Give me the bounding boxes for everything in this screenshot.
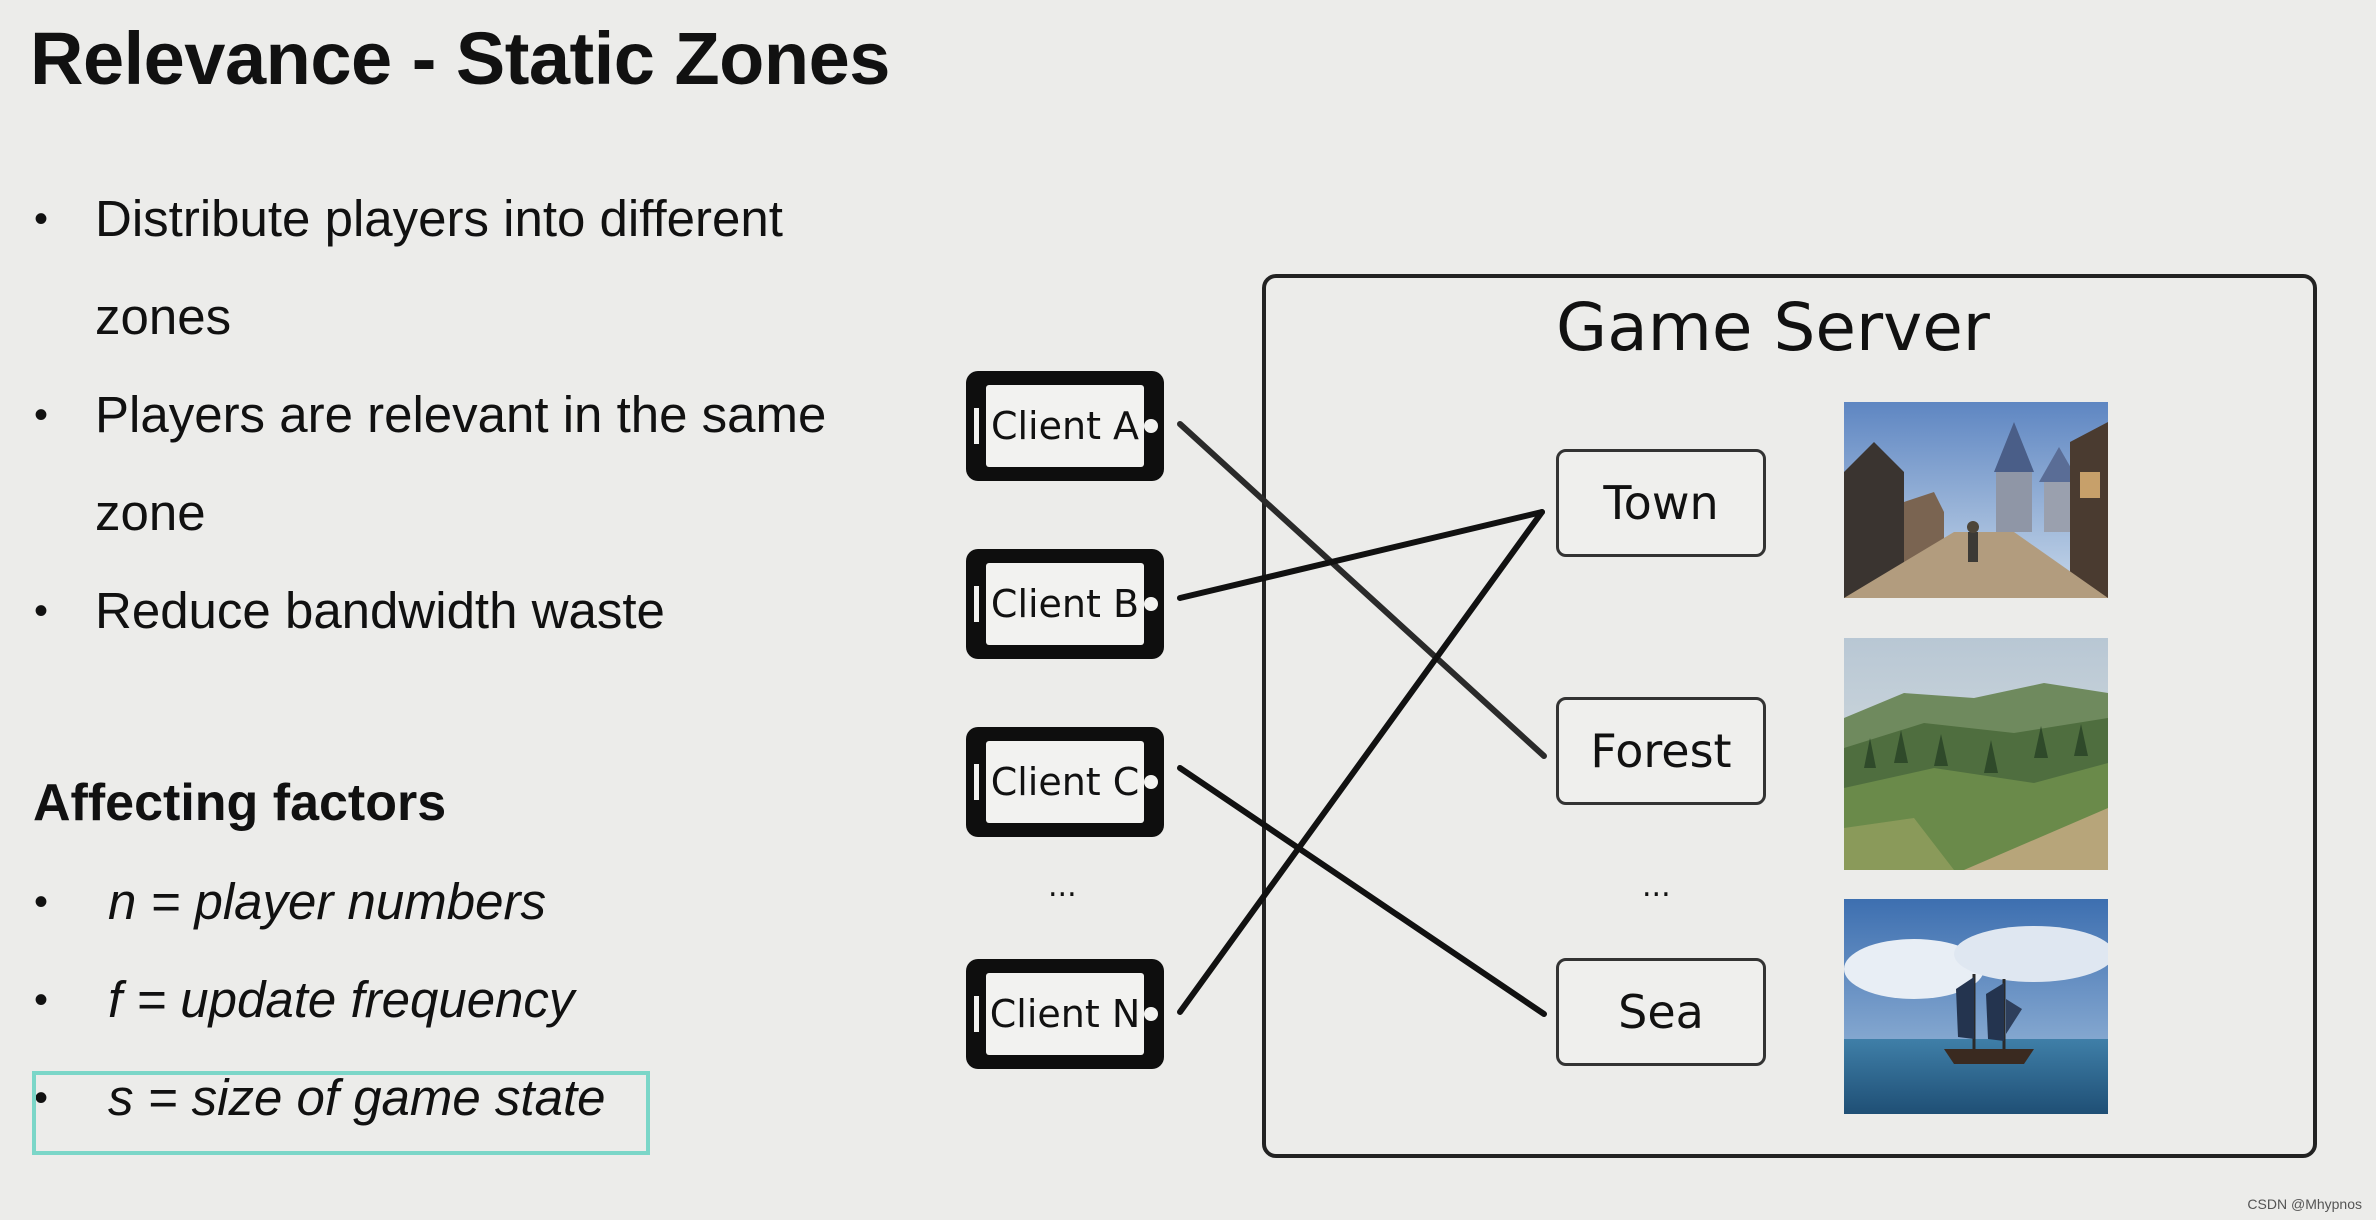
bullet-text: Distribute players into different zones [95, 190, 783, 345]
zone-forest: Forest [1556, 697, 1766, 805]
link-client-b-town [1177, 509, 1545, 601]
device-screen [986, 741, 1144, 823]
zone-town: Town [1556, 449, 1766, 557]
clients-ellipsis: ... [1048, 869, 1077, 904]
bullet-dot-icon: • [34, 880, 49, 924]
sea-image [1844, 899, 2108, 1114]
client-a-device: Client A [966, 371, 1164, 481]
factors-heading: Affecting factors [33, 774, 447, 832]
town-image [1844, 402, 2108, 598]
client-label: Client B [990, 582, 1140, 626]
bullet-dot-icon: • [34, 978, 49, 1022]
zone-sea: Sea [1556, 958, 1766, 1066]
slide-title: Relevance - Static Zones [30, 17, 890, 100]
factor-text: f = update frequency [108, 971, 575, 1028]
bullet-dot-icon: • [34, 589, 49, 633]
forest-image [1844, 638, 2108, 870]
bullet-dot-icon: • [34, 1076, 49, 1120]
link-client-n-town [1177, 509, 1545, 1015]
bullet-item: • Reduce bandwidth waste [30, 562, 910, 660]
game-server-title: Game Server [1556, 289, 1990, 366]
device-speaker [974, 996, 979, 1032]
bullet-text: Players are relevant in the same zone [95, 386, 827, 541]
factor-item: • s = size of game state [30, 1049, 606, 1147]
zones-ellipsis: ... [1642, 869, 1671, 904]
client-label: Client C [990, 760, 1140, 804]
credit-text: CSDN @Mhypnos [2247, 1196, 2362, 1212]
device-home-button [1144, 597, 1158, 611]
bullet-text: Reduce bandwidth waste [95, 582, 665, 639]
bullet-dot-icon: • [34, 197, 49, 241]
device-home-button [1144, 419, 1158, 433]
device-speaker [974, 586, 979, 622]
client-n-device: Client N [966, 959, 1164, 1069]
bullet-dot-icon: • [34, 393, 49, 437]
bullet-item: • Distribute players into different zones [30, 170, 910, 366]
client-b-device: Client B [966, 549, 1164, 659]
device-speaker [974, 764, 979, 800]
client-label: Client N [989, 992, 1141, 1036]
link-client-a-forest [1177, 421, 1547, 759]
client-c-device: Client C [966, 727, 1164, 837]
link-client-c-sea [1177, 765, 1547, 1017]
device-speaker [974, 408, 979, 444]
client-label: Client A [990, 404, 1140, 448]
highlight-box [32, 1071, 650, 1155]
factor-text: n = player numbers [108, 873, 546, 930]
factor-item: • n = player numbers [30, 853, 606, 951]
device-home-button [1144, 1007, 1158, 1021]
device-screen [986, 563, 1144, 645]
game-server-box [1262, 274, 2317, 1158]
factor-item: • f = update frequency [30, 951, 606, 1049]
device-home-button [1144, 775, 1158, 789]
factor-text: s = size of game state [108, 1069, 606, 1126]
bullet-list: • Distribute players into different zones… [30, 170, 910, 660]
bullet-item: • Players are relevant in the same zone [30, 366, 910, 562]
device-screen [986, 973, 1144, 1055]
device-screen [986, 385, 1144, 467]
factor-list: • n = player numbers • f = update frequenc… [30, 853, 606, 1147]
